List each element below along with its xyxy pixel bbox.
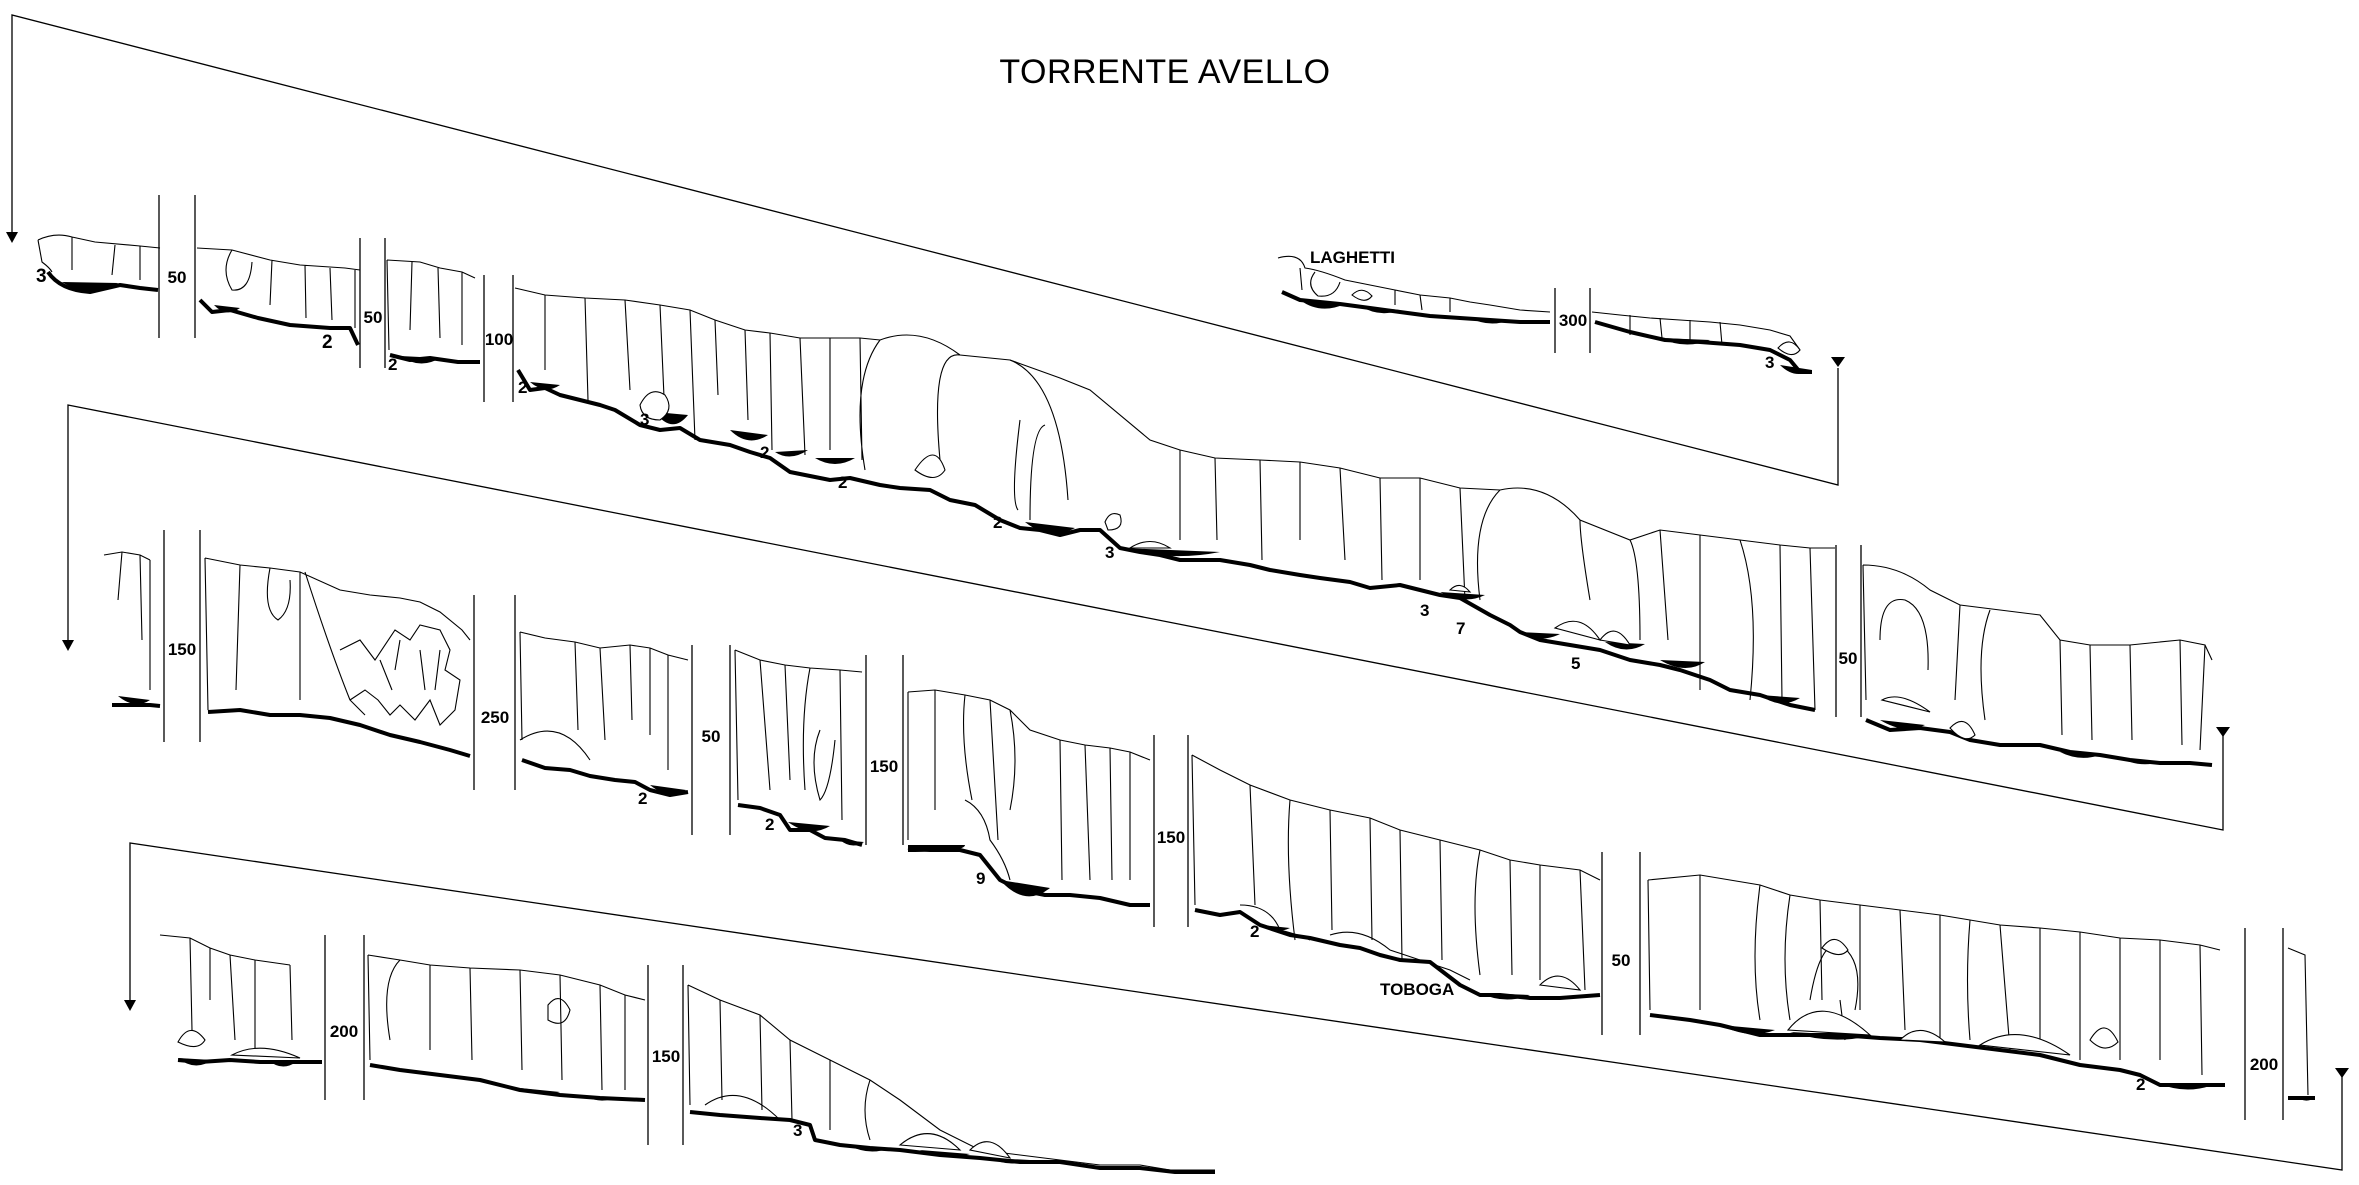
arrow-row3-start xyxy=(124,1000,136,1011)
jump-label: 3 xyxy=(793,1121,802,1140)
gap-label: 50 xyxy=(1612,951,1631,970)
jump-label: 3 xyxy=(36,266,47,287)
gap-label: 200 xyxy=(2250,1055,2278,1074)
arrow-row3-end xyxy=(2335,1068,2349,1078)
gap-label: 200 xyxy=(330,1022,358,1041)
jump-label: 3 xyxy=(1765,353,1774,372)
arrow-row1-end xyxy=(1831,357,1845,367)
arrow-row2-start xyxy=(62,640,74,651)
jump-label: 2 xyxy=(838,473,847,492)
jump-label: 2 xyxy=(322,332,333,353)
profile-row-2 xyxy=(103,530,2315,1120)
profile-laghetti xyxy=(1277,255,1812,374)
gap-label: 150 xyxy=(168,640,196,659)
jump-label: 7 xyxy=(1456,619,1465,638)
jump-label: 2 xyxy=(760,443,769,462)
guide-line-row3 xyxy=(129,842,2343,1171)
gap-label: 150 xyxy=(652,1047,680,1066)
profile-row-1 xyxy=(37,195,2213,767)
arrow-row2-end xyxy=(2216,727,2230,737)
jump-label: 2 xyxy=(2136,1075,2145,1094)
gap-label: 50 xyxy=(702,727,721,746)
jump-label: 3 xyxy=(1420,601,1429,620)
gap-label: 150 xyxy=(1157,828,1185,847)
gap-label: 50 xyxy=(364,308,383,327)
jump-label: 2 xyxy=(388,355,397,374)
jump-label: 2 xyxy=(638,789,647,808)
arrow-row1-start xyxy=(6,232,18,243)
gap-distance-labels: 50 50 100 300 150 250 50 150 50 150 50 2… xyxy=(168,268,2279,1074)
label-toboga: TOBOGA xyxy=(1380,980,1454,999)
jump-label: 2 xyxy=(765,815,774,834)
jump-label: 2 xyxy=(518,378,527,397)
jump-label: 3 xyxy=(640,410,649,429)
gap-label: 50 xyxy=(168,268,187,287)
label-laghetti: LAGHETTI xyxy=(1310,248,1395,267)
jump-height-labels: 3 2 2 2 3 2 2 2 3 3 7 5 3 2 2 9 2 2 3 xyxy=(36,266,2145,1140)
gap-label: 100 xyxy=(485,330,513,349)
jump-label: 5 xyxy=(1571,654,1580,673)
diagram-title: TORRENTE AVELLO xyxy=(999,53,1330,91)
jump-label: 2 xyxy=(993,513,1002,532)
gap-label: 150 xyxy=(870,757,898,776)
jump-label: 9 xyxy=(976,869,985,888)
jump-label: 2 xyxy=(1250,922,1259,941)
guide-lines xyxy=(6,14,2349,1171)
jump-label: 3 xyxy=(1105,543,1114,562)
profile-row-3 xyxy=(159,934,1215,1174)
guide-line-row2 xyxy=(67,404,2224,831)
gap-label: 250 xyxy=(481,708,509,727)
gap-label: 300 xyxy=(1559,311,1587,330)
guide-line-row1 xyxy=(11,14,1839,486)
gap-label: 50 xyxy=(1839,649,1858,668)
